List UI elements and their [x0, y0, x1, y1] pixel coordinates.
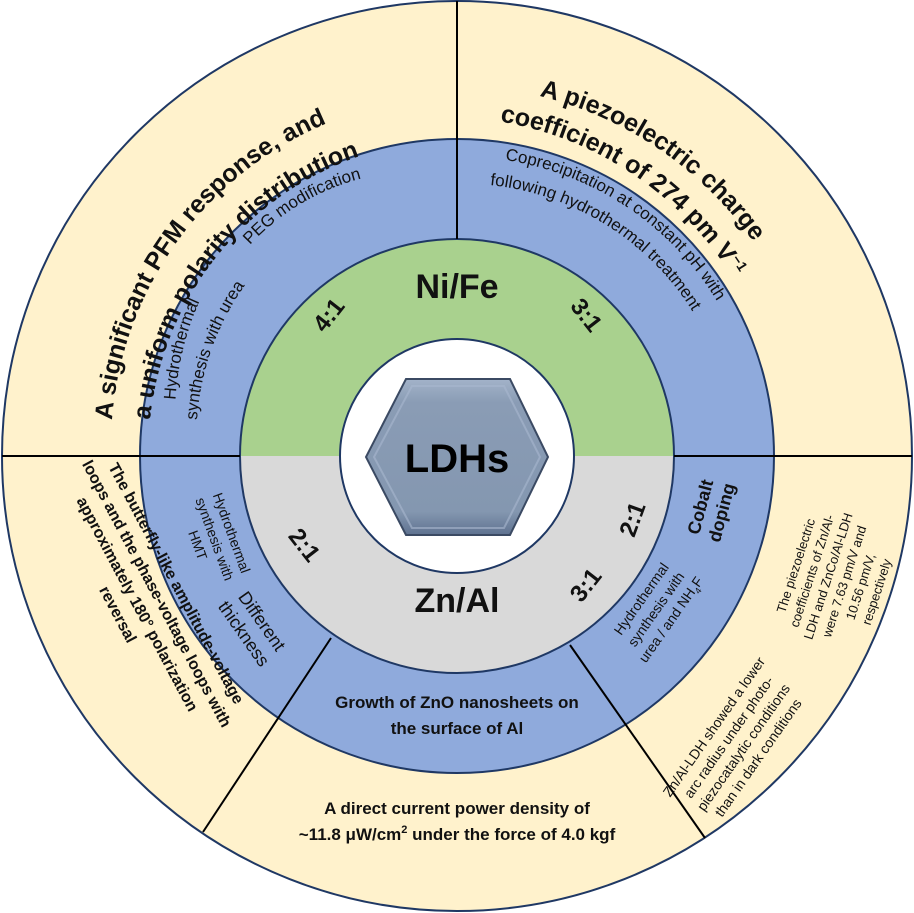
svg-text:~11.8 μW/cm2 under the force o: ~11.8 μW/cm2 under the force of 4.0 kgf [299, 824, 616, 844]
hexagon-shape [364, 378, 550, 536]
group-label-znal: Zn/Al [415, 582, 500, 620]
property-power-density: A direct current power density of ~11.8 … [299, 799, 616, 844]
svg-text:A direct current power density: A direct current power density of [324, 799, 590, 818]
divider-lower-left [202, 637, 332, 833]
hexagon-bevel [372, 385, 542, 529]
svg-text:Growth of ZnO nanosheets on: Growth of ZnO nanosheets on [335, 693, 579, 712]
svg-text:the surface of Al: the surface of Al [391, 719, 524, 738]
center-label: LDHs [405, 437, 509, 481]
synthesis-zno: Growth of ZnO nanosheets on the surface … [335, 693, 579, 738]
divider-lower-right [569, 644, 706, 839]
group-label-nife: Ni/Fe [415, 268, 498, 306]
